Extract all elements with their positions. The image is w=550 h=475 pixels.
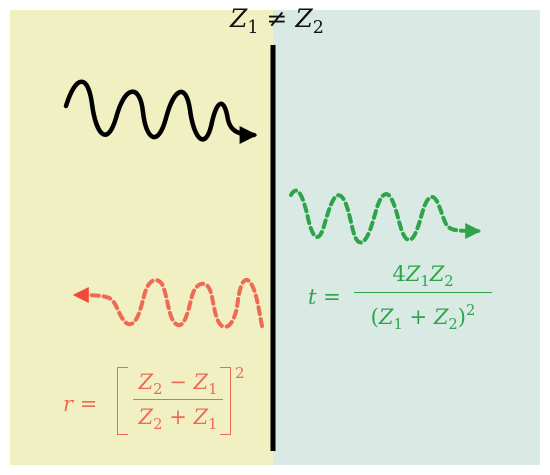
numerator-z2-subscript: 2 bbox=[153, 381, 163, 399]
plus-sign: + bbox=[409, 304, 428, 329]
reflection-fraction-bar bbox=[133, 399, 223, 400]
left-bracket bbox=[117, 367, 128, 435]
numerator-z2: Z bbox=[429, 262, 445, 286]
open-paren: ( bbox=[370, 304, 379, 329]
numerator-z2-subscript: 2 bbox=[444, 273, 454, 291]
reflection-coefficient-formula: r = Z2 − Z1 Z2 + Z1 2 bbox=[55, 362, 275, 448]
numerator-z1-subscript: 1 bbox=[420, 273, 430, 291]
transmission-fraction-bar bbox=[354, 292, 492, 293]
medium-1-region bbox=[10, 10, 273, 465]
right-bracket bbox=[220, 367, 231, 435]
denominator-z2: Z bbox=[433, 304, 449, 329]
impedance-mismatch-label: Z1 ≠ Z2 bbox=[222, 6, 332, 38]
denominator-exponent: 2 bbox=[465, 302, 476, 319]
transmitted-wave bbox=[289, 188, 482, 245]
reflected-wave bbox=[72, 277, 264, 329]
denominator-z1-subscript: 1 bbox=[208, 416, 218, 434]
reflection-denominator: Z2 + Z1 bbox=[133, 402, 223, 434]
numerator-z1-subscript: 1 bbox=[208, 381, 218, 399]
numerator-z1: Z bbox=[193, 370, 209, 394]
transmission-lhs: t = bbox=[308, 285, 341, 309]
reflection-lhs: r = bbox=[63, 392, 98, 416]
z2-symbol: Z bbox=[295, 4, 313, 33]
reflection-numerator: Z2 − Z1 bbox=[133, 367, 223, 399]
minus-sign: − bbox=[169, 370, 187, 394]
incident-wave bbox=[63, 79, 258, 144]
reflection-fraction: Z2 − Z1 Z2 + Z1 bbox=[133, 367, 223, 434]
transmission-fraction: 4Z1Z2 (Z1 + Z2)2 bbox=[354, 258, 492, 333]
denominator-z1-subscript: 1 bbox=[393, 315, 403, 333]
numerator-coefficient: 4 bbox=[392, 262, 406, 286]
denominator-z2: Z bbox=[138, 405, 154, 429]
numerator-z1: Z bbox=[405, 262, 421, 286]
numerator-z2: Z bbox=[138, 370, 154, 394]
transmission-numerator: 4Z1Z2 bbox=[354, 258, 492, 290]
not-equal-sign: ≠ bbox=[266, 4, 288, 33]
z1-symbol: Z bbox=[230, 4, 248, 33]
z2-subscript: 2 bbox=[312, 18, 324, 39]
denominator-z1: Z bbox=[378, 304, 394, 329]
close-paren: ) bbox=[457, 304, 466, 329]
plus-sign: + bbox=[169, 405, 187, 429]
z1-subscript: 1 bbox=[247, 18, 259, 39]
denominator-z2-subscript: 2 bbox=[153, 416, 163, 434]
reflection-exponent: 2 bbox=[235, 364, 245, 382]
denominator-z1: Z bbox=[193, 405, 209, 429]
denominator-z2-subscript: 2 bbox=[448, 315, 458, 333]
transmission-denominator: (Z1 + Z2)2 bbox=[354, 295, 492, 333]
transmission-coefficient-formula: t = 4Z1Z2 (Z1 + Z2)2 bbox=[300, 258, 500, 338]
